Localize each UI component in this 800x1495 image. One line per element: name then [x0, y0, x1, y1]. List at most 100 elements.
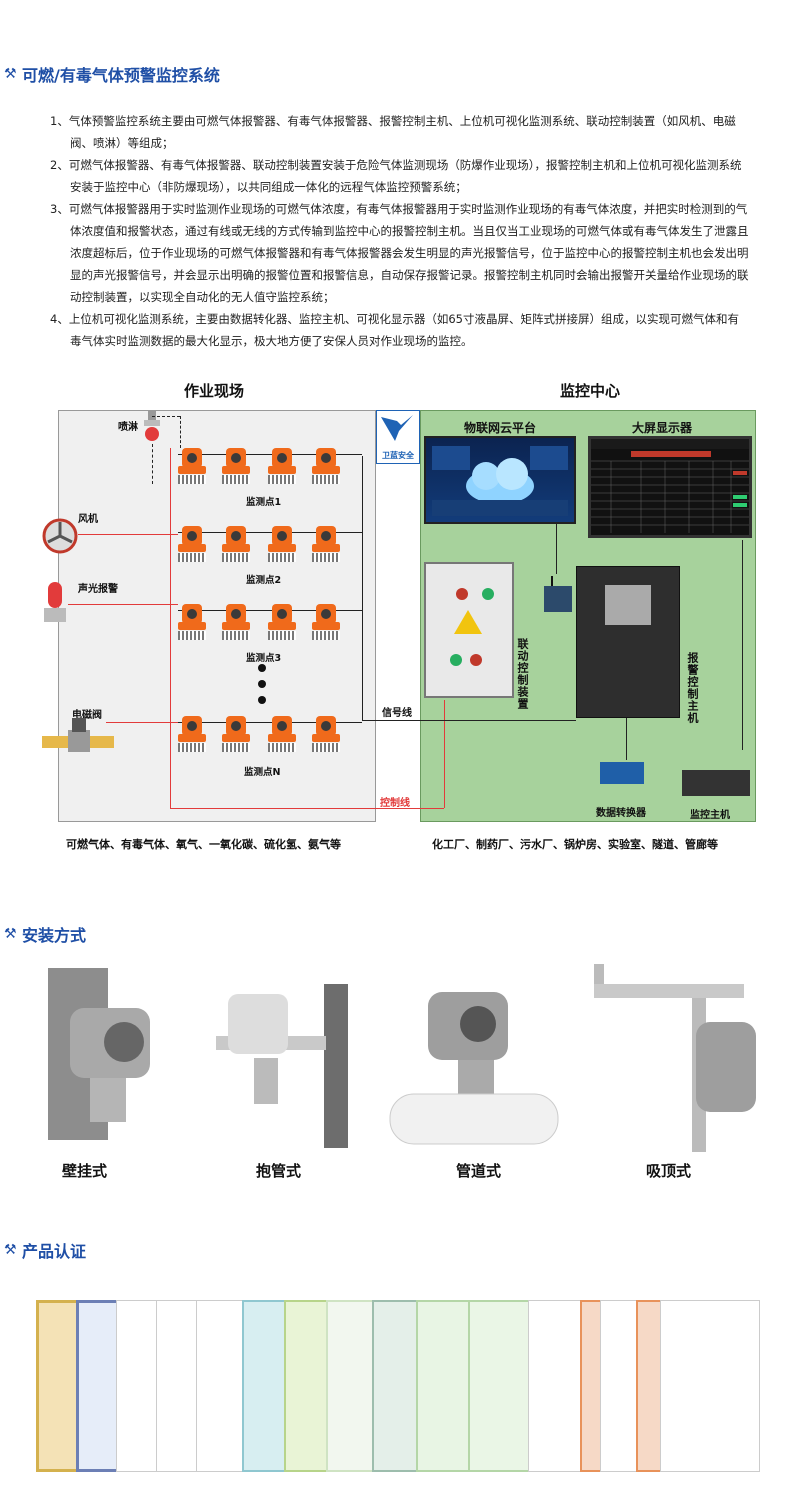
siren-icon [44, 582, 66, 622]
signal-wire [362, 720, 576, 721]
signal-wire [362, 456, 363, 720]
monitor-host-icon [682, 770, 750, 796]
ellipsis-dot [258, 680, 266, 688]
alarm-control-host [576, 566, 680, 718]
gas-detector-icon [312, 604, 340, 640]
control-wire [106, 722, 178, 723]
control-wire [444, 700, 445, 808]
gas-detector-icon [312, 448, 340, 484]
bird-logo-icon [381, 415, 413, 441]
point-label: 监测点1 [246, 497, 282, 508]
green-button-icon [482, 588, 494, 600]
section-title-system: ⚒ 可燃/有毒气体预警监控系统 [4, 66, 220, 85]
gas-detector-icon [268, 526, 296, 562]
mount-label: 抱管式 [256, 1162, 302, 1180]
signal-wire [178, 532, 362, 533]
green-button-icon [450, 654, 462, 666]
control-wire [420, 808, 444, 809]
mount-label: 壁挂式 [62, 1162, 108, 1180]
gas-detector-icon [178, 448, 206, 484]
spray-link-line [180, 416, 181, 448]
gas-detector-icon [178, 604, 206, 640]
gas-detector-icon [222, 526, 250, 562]
fan-label: 风机 [78, 514, 98, 525]
valve-label: 电磁阀 [72, 710, 102, 721]
wrench-icon: ⚒ [4, 926, 17, 942]
pole-mount-image [216, 984, 348, 1148]
wrench-icon: ⚒ [4, 66, 17, 82]
network-wire [742, 540, 743, 750]
point-label: 监测点3 [246, 653, 282, 664]
certificate-image [326, 1300, 376, 1472]
ellipsis-dot [258, 664, 266, 672]
control-wire [68, 604, 178, 605]
gas-detector-icon [268, 448, 296, 484]
intro-item: 4、上位机可视化监测系统，主要由数据转化器、监控主机、可视化显示器（如65寸液晶… [50, 312, 739, 348]
certificate-image [284, 1300, 330, 1472]
red-button-icon [470, 654, 482, 666]
certificate-image [528, 1300, 584, 1472]
mount-label: 管道式 [456, 1162, 502, 1180]
spray-link-line [152, 416, 180, 417]
gas-detector-icon [268, 716, 296, 752]
section-title-install: ⚒ 安装方式 [4, 926, 87, 945]
section-title-cert: ⚒ 产品认证 [4, 1242, 87, 1261]
network-wire [556, 524, 557, 574]
certificate-image [660, 1300, 760, 1472]
linkage-label: 联动控制装置 [516, 638, 529, 710]
control-wire [78, 534, 178, 535]
intro-item: 2、可燃气体报警器、有毒气体报警器、联动控制装置安装于危险气体监测现场（防爆作业… [50, 158, 742, 194]
signal-line-label: 信号线 [382, 708, 412, 719]
gas-detector-icon [268, 604, 296, 640]
certificate-image [36, 1300, 80, 1472]
cloud-icon [432, 446, 568, 516]
cloud-platform-screen [424, 436, 576, 524]
point-label: 监测点2 [246, 575, 282, 586]
gas-detector-icon [312, 716, 340, 752]
intro-item: 3、可燃气体报警器用于实时监测作业现场的可燃气体浓度，有毒气体报警器用于实时监测… [50, 202, 749, 304]
certificate-image [156, 1300, 200, 1472]
certificate-image [416, 1300, 472, 1472]
linkage-control-cabinet [424, 562, 514, 698]
wireless-module-icon [544, 576, 572, 612]
signal-wire [178, 454, 362, 455]
signal-wire [178, 722, 362, 723]
gas-detector-icon [222, 716, 250, 752]
brand-logo: 卫蓝安全 [376, 410, 420, 464]
host-screen-icon [605, 585, 651, 625]
spray-label: 喷淋 [118, 422, 138, 433]
certificate-image [372, 1300, 420, 1472]
control-wire [170, 448, 171, 808]
data-converter-icon [600, 762, 644, 784]
sprinkler-icon [144, 410, 160, 441]
network-wire [626, 718, 627, 760]
pc-label: 监控主机 [690, 810, 730, 821]
gas-detector-icon [178, 716, 206, 752]
control-wire [170, 808, 420, 809]
ceiling-mount-image [594, 964, 756, 1152]
signal-wire [178, 610, 362, 611]
certificate-image [636, 1300, 662, 1472]
certificate-image [76, 1300, 120, 1472]
certificate-image [116, 1300, 160, 1472]
gas-detector-icon [222, 448, 250, 484]
bigscreen-title: 大屏显示器 [632, 421, 693, 435]
point-label: 监测点N [244, 767, 281, 778]
gas-detector-icon [312, 526, 340, 562]
solenoid-valve-icon [42, 718, 114, 752]
certificate-image [196, 1300, 244, 1472]
wrench-icon: ⚒ [4, 1242, 17, 1258]
intro-list: 1、气体预警监控系统主要由可燃气体报警器、有毒气体报警器、报警控制主机、上位机可… [50, 110, 750, 352]
spray-link-line [152, 444, 153, 484]
data-table-icon [591, 439, 749, 533]
field-title: 作业现场 [184, 382, 245, 400]
gases-caption: 可燃气体、有毒气体、氧气、一氧化碳、硫化氢、氨气等 [66, 838, 341, 851]
big-display-screen [588, 436, 752, 538]
cloud-title: 物联网云平台 [464, 421, 537, 435]
intro-item: 1、气体预警监控系统主要由可燃气体报警器、有毒气体报警器、报警控制主机、上位机可… [50, 114, 736, 150]
fan-icon [42, 518, 78, 554]
mount-label: 吸顶式 [646, 1162, 692, 1180]
gas-detector-icon [178, 526, 206, 562]
certificate-image [600, 1300, 640, 1472]
applications-caption: 化工厂、制药厂、污水厂、锅炉房、实验室、隧道、管廊等 [432, 838, 718, 851]
